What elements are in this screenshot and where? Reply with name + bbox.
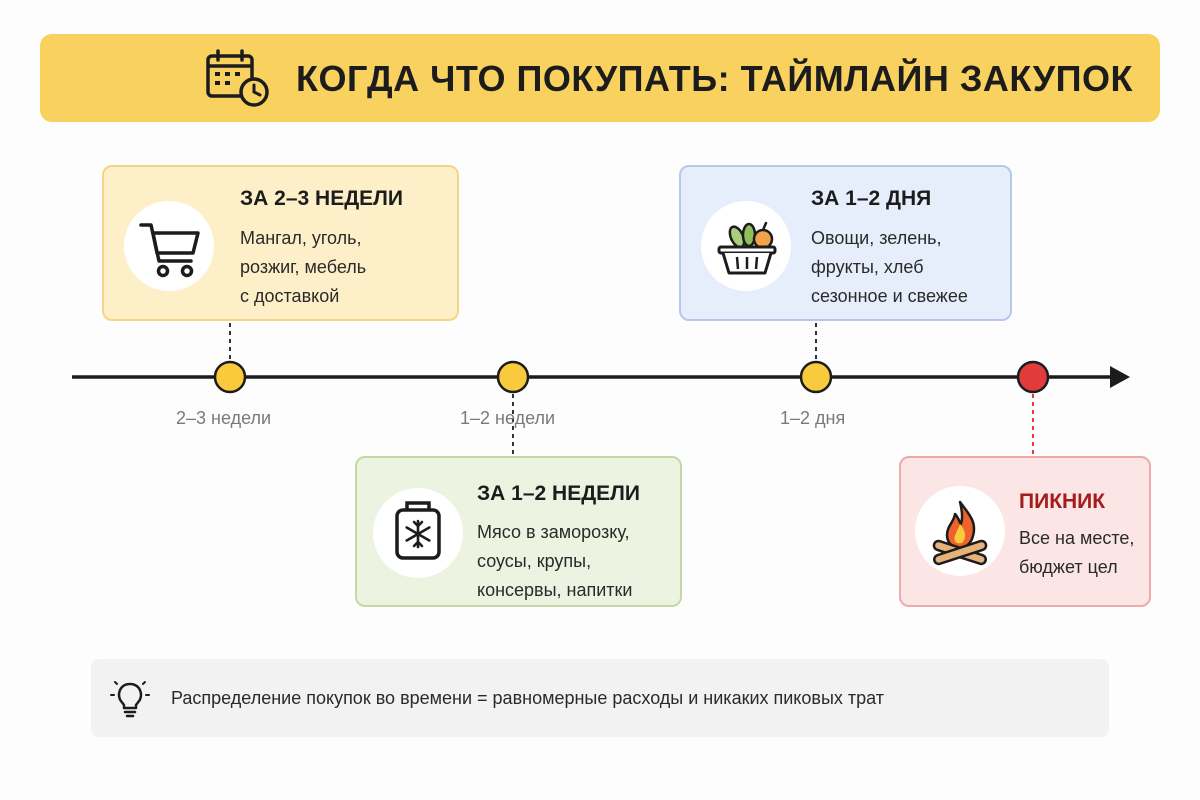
card-line-1: Мангал, уголь, xyxy=(240,228,362,248)
card-line-2: бюджет цел xyxy=(1019,557,1118,577)
timeline-marker-1 xyxy=(213,360,247,394)
card-line-2: фрукты, хлеб xyxy=(811,257,924,277)
card-line-1: Мясо в заморозку, xyxy=(477,522,630,542)
page-title: КОГДА ЧТО ПОКУПАТЬ: ТАЙМЛАЙН ЗАКУПОК xyxy=(296,58,1133,99)
freezer-snowflake-icon xyxy=(395,501,441,560)
calendar-clock-icon xyxy=(206,49,269,107)
timeline-marker-2 xyxy=(496,360,530,394)
card-2-3-weeks: ЗА 2–3 НЕДЕЛИ Мангал, уголь, розжиг, меб… xyxy=(102,165,459,321)
card-line-3: сезонное и свежее xyxy=(811,286,968,306)
card-1-2-days: ЗА 1–2 ДНЯ Овощи, зелень, фрукты, хлеб с… xyxy=(679,165,1012,321)
card-line-2: соусы, крупы, xyxy=(477,551,592,571)
header-banner: КОГДА ЧТО ПОКУПАТЬ: ТАЙМЛАЙН ЗАКУПОК xyxy=(40,34,1160,122)
tick-label-1: 2–3 недели xyxy=(176,408,272,428)
tick-label-2: 1–2 недели xyxy=(460,408,556,428)
timeline-marker-4 xyxy=(1016,360,1050,394)
card-1-2-weeks: ЗА 1–2 НЕДЕЛИ Мясо в заморозку, соусы, к… xyxy=(355,456,682,607)
tick-label-3: 1–2 дня xyxy=(780,408,846,428)
card-line-1: Все на месте, xyxy=(1019,528,1135,548)
card-line-3: с доставкой xyxy=(240,286,340,306)
timeline-arrowhead xyxy=(1110,366,1130,388)
card-title: ЗА 1–2 ДНЯ xyxy=(811,187,932,210)
tip-text: Распределение покупок во времени = равно… xyxy=(171,688,885,708)
campfire-icon xyxy=(932,500,988,566)
card-line-1: Овощи, зелень, xyxy=(811,228,942,248)
card-title: ЗА 2–3 НЕДЕЛИ xyxy=(240,187,403,210)
timeline-marker-3 xyxy=(799,360,833,394)
lightbulb-icon xyxy=(110,681,150,718)
shopping-cart-icon xyxy=(139,223,200,278)
card-title: ПИКНИК xyxy=(1019,490,1106,513)
tip-bar: Распределение покупок во времени = равно… xyxy=(91,659,1109,737)
card-title: ЗА 1–2 НЕДЕЛИ xyxy=(477,482,640,505)
card-line-2: розжиг, мебель xyxy=(240,257,367,277)
produce-basket-icon xyxy=(717,221,777,275)
card-picnic: ПИКНИК Все на месте, бюджет цел xyxy=(899,456,1151,607)
card-line-3: консервы, напитки xyxy=(477,580,633,600)
